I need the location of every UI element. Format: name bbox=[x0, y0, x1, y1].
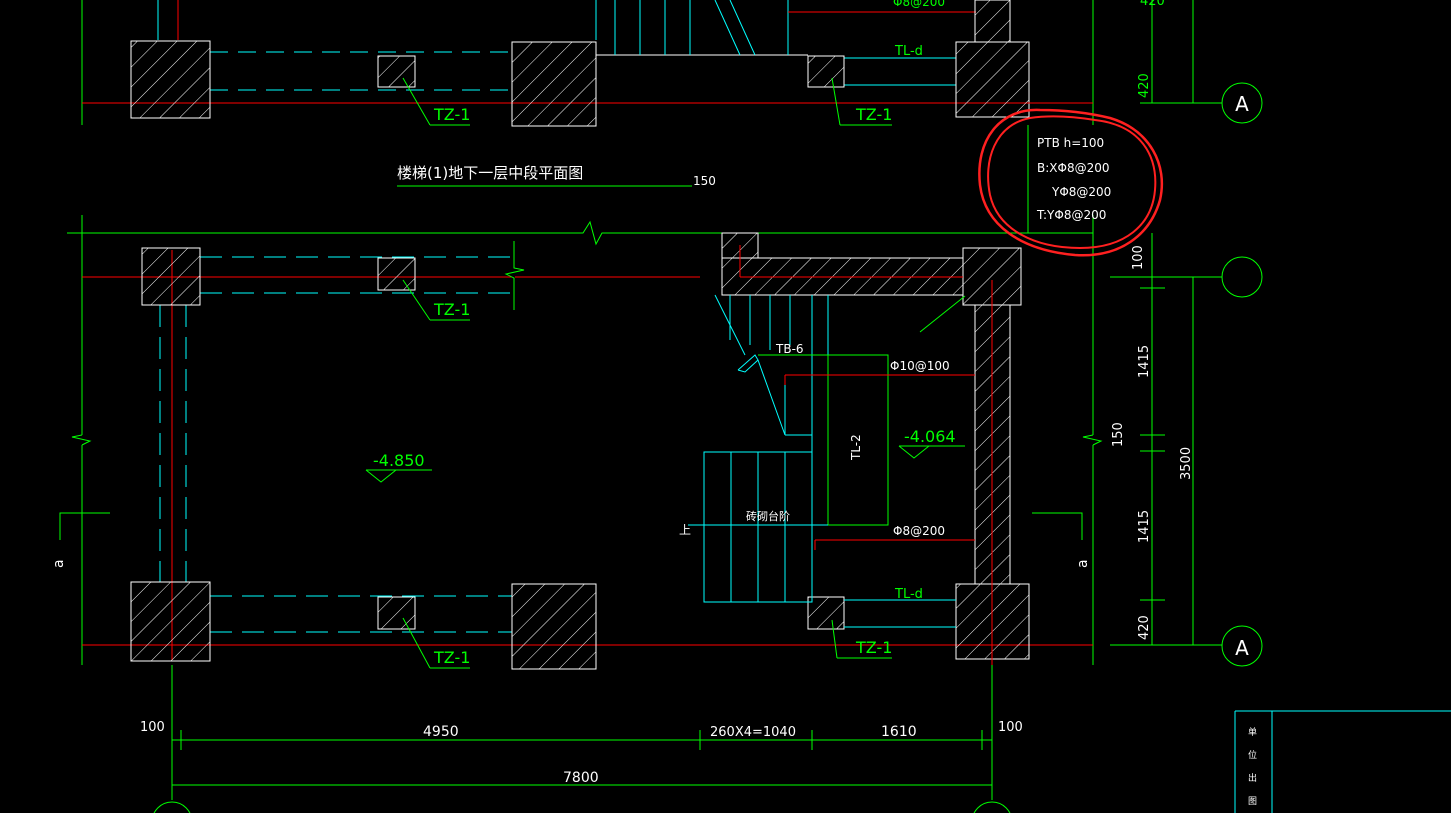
beam-label: TL-d bbox=[894, 587, 923, 602]
section-title-block: 楼梯(1)地下一层中段平面图 150 bbox=[397, 164, 716, 188]
title-block-char: 出 bbox=[1248, 772, 1257, 784]
beam-label: TL-d bbox=[894, 44, 923, 59]
grid-axis-label: A bbox=[1235, 92, 1249, 116]
break-mark bbox=[71, 434, 92, 446]
brick-steps-label: 砖砌台阶 bbox=[746, 509, 790, 523]
grid-axis-label: A bbox=[1235, 636, 1249, 660]
slab-note-line: T:YΦ8@200 bbox=[1036, 208, 1106, 222]
column[interactable] bbox=[955, 41, 1030, 118]
break-line bbox=[67, 220, 1093, 246]
column[interactable] bbox=[141, 247, 201, 306]
column-label: TZ-1 bbox=[433, 300, 470, 319]
column[interactable] bbox=[377, 257, 416, 291]
column[interactable] bbox=[511, 41, 597, 127]
title-block-char: 单 bbox=[1248, 726, 1257, 738]
section-mark-label: a bbox=[51, 559, 67, 568]
section-mark bbox=[59, 512, 110, 540]
column[interactable] bbox=[511, 583, 597, 670]
rebar-label: Φ8@200 bbox=[893, 0, 945, 9]
stair-line bbox=[729, 0, 756, 56]
column-label: TZ-1 bbox=[855, 105, 892, 124]
leader bbox=[402, 617, 431, 669]
level-triangle bbox=[365, 469, 397, 483]
slab-note-line: B:XΦ8@200 bbox=[1037, 161, 1109, 175]
section-mark bbox=[1032, 512, 1083, 540]
markup-stroke bbox=[987, 115, 1157, 250]
main-plan: 砖砌台阶 上 TB-6 Φ10@100 TL-2 Φ8@200 TL-d -4.… bbox=[51, 215, 1103, 670]
leader bbox=[831, 77, 841, 126]
column[interactable] bbox=[130, 40, 211, 119]
grid-axis-bubble[interactable] bbox=[152, 801, 192, 813]
leader bbox=[402, 77, 431, 126]
dimension-text: 1415 bbox=[1137, 510, 1152, 543]
slab-note-line: PTB h=100 bbox=[1037, 136, 1104, 150]
rebar-label: Φ8@200 bbox=[893, 524, 945, 538]
dimension-text: 100 bbox=[998, 720, 1023, 735]
title-block: 单 位 出 图 bbox=[1234, 710, 1451, 813]
bottom-dimensions: 100 4950 260X4=1040 1610 100 7800 bbox=[140, 665, 1023, 813]
dimension-text: 150 bbox=[1111, 422, 1126, 447]
dimension-text: 260X4=1040 bbox=[710, 725, 796, 740]
top-plan: TZ-1 TZ-1 TL-d Φ8@200 420 420 A bbox=[81, 0, 1263, 127]
slab-note-line: YΦ8@200 bbox=[1051, 185, 1111, 199]
stair-line bbox=[714, 0, 741, 56]
column-label: TZ-1 bbox=[433, 105, 470, 124]
grid-axis-bubble[interactable] bbox=[1221, 625, 1263, 667]
column-label: TZ-1 bbox=[433, 648, 470, 667]
section-title: 楼梯(1)地下一层中段平面图 bbox=[397, 164, 583, 182]
red-markup-circle bbox=[978, 108, 1164, 257]
break-mark bbox=[504, 241, 525, 310]
column[interactable] bbox=[377, 596, 416, 630]
dimension-text: 420 bbox=[1137, 615, 1152, 640]
leader bbox=[919, 295, 966, 333]
rebar-label: Φ10@100 bbox=[890, 359, 950, 373]
dimension-text: 100 bbox=[1131, 245, 1146, 270]
dimension-text: 100 bbox=[140, 720, 165, 735]
leader bbox=[831, 619, 838, 659]
title-block-char: 图 bbox=[1248, 796, 1257, 807]
dimension-text: 1415 bbox=[1137, 345, 1152, 378]
leader bbox=[402, 279, 431, 321]
dimension-text: 3500 bbox=[1179, 447, 1194, 480]
up-mark: 上 bbox=[679, 523, 691, 537]
section-mark-label: a bbox=[1075, 559, 1091, 568]
level-triangle bbox=[898, 445, 930, 459]
column[interactable] bbox=[807, 55, 845, 88]
stair-line bbox=[757, 359, 786, 436]
section-scale: 150 bbox=[693, 174, 716, 188]
column[interactable] bbox=[377, 55, 416, 88]
grid-axis-bubble[interactable] bbox=[972, 801, 1012, 813]
right-dimensions: 100 1415 150 1415 420 3500 A bbox=[1110, 233, 1263, 667]
column[interactable] bbox=[807, 596, 845, 630]
dimension-text: 7800 bbox=[563, 770, 599, 786]
dimension-text: 4950 bbox=[423, 724, 459, 740]
stair-label: TB-6 bbox=[775, 342, 804, 356]
dimension-text: 1610 bbox=[881, 724, 917, 740]
column[interactable] bbox=[130, 581, 211, 662]
dimension-text: 420 bbox=[1137, 73, 1152, 98]
beam-label: TL-2 bbox=[849, 434, 863, 461]
column-label: TZ-1 bbox=[855, 638, 892, 657]
stair-arrow bbox=[737, 354, 759, 373]
break-mark bbox=[1082, 434, 1103, 446]
markup-stroke bbox=[978, 108, 1164, 257]
slab-note[interactable]: PTB h=100 B:XΦ8@200 YΦ8@200 T:YΦ8@200 bbox=[1027, 125, 1111, 233]
grid-axis-bubble[interactable] bbox=[1221, 256, 1263, 298]
level-marker: -4.850 bbox=[373, 451, 425, 470]
title-block-char: 位 bbox=[1248, 749, 1257, 761]
grid-axis-bubble[interactable] bbox=[1221, 82, 1263, 124]
level-marker: -4.064 bbox=[904, 427, 956, 446]
wall[interactable] bbox=[974, 0, 1011, 43]
